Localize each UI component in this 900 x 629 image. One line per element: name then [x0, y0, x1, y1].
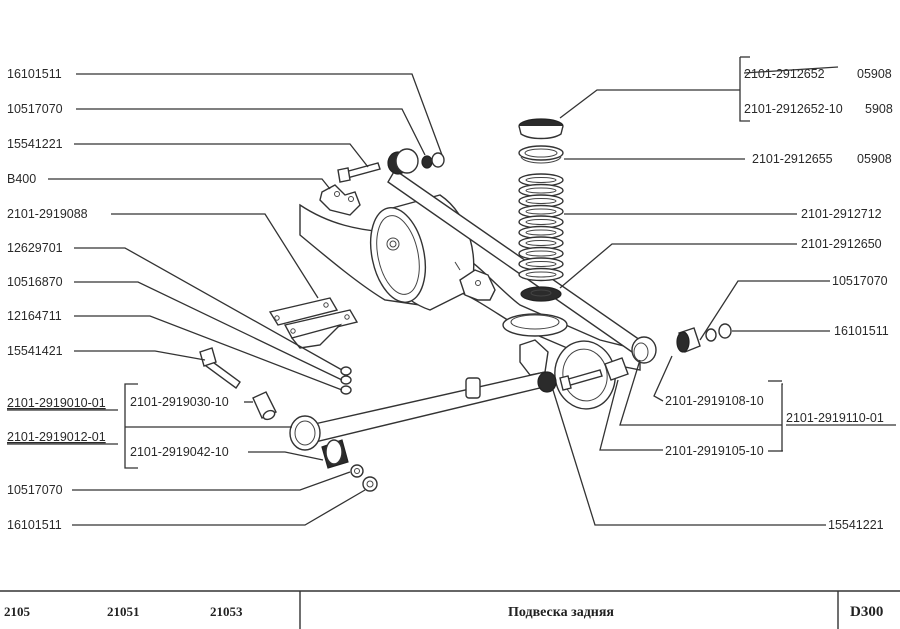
diagram-code: D300: [850, 604, 883, 620]
part-label: 12629701: [7, 241, 63, 255]
part-label: 15541221: [7, 137, 63, 151]
strikethrough: [743, 66, 839, 74]
part-label: 2101-2919088: [7, 207, 88, 221]
upper-rod: [387, 148, 657, 364]
part-label: 2101-2912652: [744, 67, 825, 81]
part-label: 2101-2919108-10: [665, 394, 764, 408]
labels-left: 16101511 10517070 15541221 B400 2101-291…: [7, 67, 229, 532]
part-label: 12164711: [7, 309, 62, 323]
spring-assembly: [518, 118, 564, 302]
spring-coil-inner: [525, 208, 557, 215]
part-label: 2101-2919105-10: [665, 444, 764, 458]
spring-coil-inner: [525, 177, 557, 183]
part-label: 15541221: [828, 518, 884, 532]
part-label: 10517070: [7, 483, 63, 497]
spring-coil-inner: [525, 229, 557, 236]
spring-coil-inner: [525, 271, 557, 278]
spring-coil-inner: [525, 240, 557, 246]
part-label: 15541421: [7, 344, 63, 358]
labels-right: 2101-2912652 05908 2101-2912652-10 5908 …: [665, 66, 893, 532]
model-code: 21051: [107, 604, 140, 619]
part-code: 05908: [857, 152, 892, 166]
assembly-label: 2101-2919012-01: [7, 430, 106, 444]
assembly-label: 2101-2919010-01: [7, 396, 106, 410]
part-label: 2101-2912712: [801, 207, 882, 221]
part-label: 2101-2912652-10: [744, 102, 843, 116]
part-code: 5908: [865, 102, 893, 116]
title-block: 2105 21051 21053 Подвеска задняя D300: [0, 590, 900, 629]
spring-coil-inner: [525, 250, 557, 257]
lower-rod: [199, 347, 557, 492]
part-label: 16101511: [7, 67, 62, 81]
part-label: 10516870: [7, 275, 63, 289]
spring-coil: [518, 267, 564, 282]
spring-coil-inner: [525, 187, 557, 194]
spring-coil-inner: [525, 219, 557, 225]
part-label: 2101-2912655: [752, 152, 833, 166]
part-code: 05908: [857, 67, 892, 81]
part-label: 2101-2919042-10: [130, 445, 229, 459]
right-fasteners: [559, 323, 732, 391]
model-code: 2105: [4, 604, 31, 619]
part-label: 2101-2912650: [801, 237, 882, 251]
part-label: B400: [7, 172, 36, 186]
leader-lines: [48, 56, 830, 526]
spring-coil-inner: [525, 261, 557, 267]
assembly-label: 2101-2919110-01: [786, 411, 884, 425]
part-label: 10517070: [832, 274, 888, 288]
model-code: 21053: [210, 604, 243, 619]
part-label: 16101511: [834, 324, 889, 338]
part-label: 10517070: [7, 102, 63, 116]
part-label: 16101511: [7, 518, 62, 532]
spring-coil-inner: [525, 198, 557, 204]
part-label: 2101-2919030-10: [130, 395, 229, 409]
diagram-title: Подвеска задняя: [508, 605, 614, 620]
